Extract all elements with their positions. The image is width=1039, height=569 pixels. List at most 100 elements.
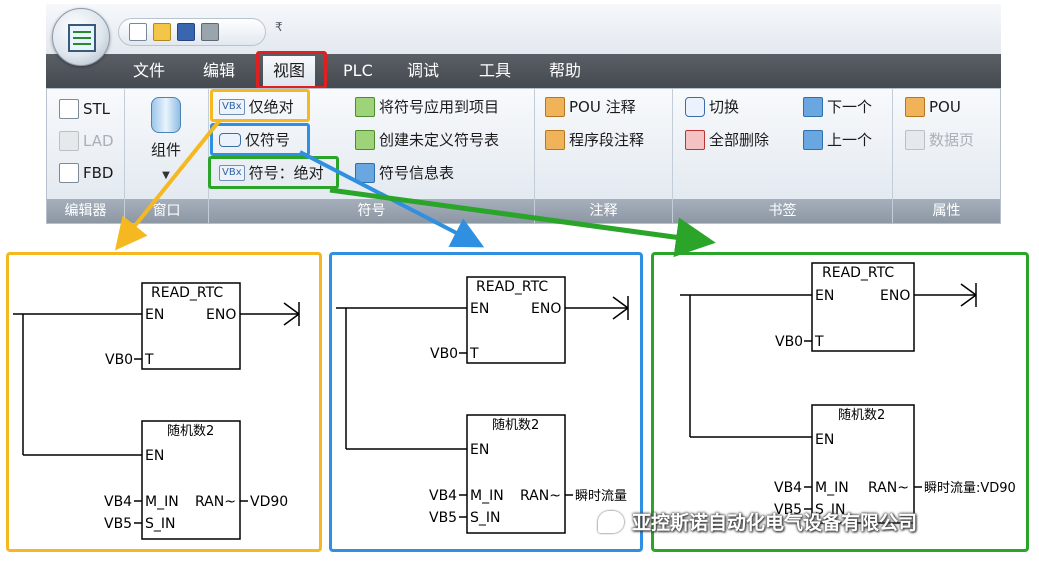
segment-comment-icon xyxy=(545,130,565,150)
symbol-info-button[interactable]: 符号信息表 xyxy=(355,159,454,187)
rand-s-operand: VB5 xyxy=(774,502,802,518)
rtc-t-label: T xyxy=(469,346,479,362)
rand-m-operand: VB4 xyxy=(429,488,457,504)
rand-title: 随机数2 xyxy=(492,418,539,433)
bookmark-toggle-button[interactable]: 切换 xyxy=(685,93,739,121)
window-group: 组件 ▼ 窗口 xyxy=(125,89,209,223)
pou-properties-icon xyxy=(905,97,925,117)
lad-button[interactable]: LAD xyxy=(59,127,114,155)
quick-access-toolbar xyxy=(118,18,266,46)
rtc-t-label: T xyxy=(814,334,824,350)
window-group-label: 窗口 xyxy=(125,199,208,223)
panel-absolute: READ_RTC EN ENO T VB0 随机数2 EN M_IN S_IN … xyxy=(6,252,322,552)
rand-s-operand: VB5 xyxy=(104,516,132,532)
absolute-only-highlight xyxy=(210,89,310,122)
previous-bookmark-icon xyxy=(803,130,823,150)
rand-m-in-label: M_IN xyxy=(470,488,504,504)
symbols-group-label: 符号 xyxy=(209,199,534,223)
symbol-info-icon xyxy=(355,163,375,183)
rand-out-operand: 瞬时流量:VD90 xyxy=(924,481,1016,496)
symbol-absolute-highlight xyxy=(208,156,339,189)
data-page-button[interactable]: 数据页 xyxy=(905,126,974,154)
rand-en-label: EN xyxy=(470,442,489,458)
panel-symbol-absolute: READ_RTC EN ENO T VB0 随机数2 EN M_IN S_IN … xyxy=(651,252,1029,552)
app-logo-icon xyxy=(68,24,96,52)
rand-en-label: EN xyxy=(815,432,834,448)
symbol-only-button[interactable]: 仅符号 xyxy=(219,126,290,154)
print-icon[interactable] xyxy=(201,23,219,41)
rand-out-operand: 瞬时流量 xyxy=(575,489,627,504)
rtc-eno-label: ENO xyxy=(206,307,236,323)
rtc-title: READ_RTC xyxy=(151,285,223,301)
new-file-icon[interactable] xyxy=(129,23,147,41)
tab-view[interactable]: 视图 xyxy=(263,56,316,88)
symbol-table-icon xyxy=(355,130,375,150)
apply-symbols-button[interactable]: 将符号应用到项目 xyxy=(355,93,499,121)
rtc-title: READ_RTC xyxy=(822,265,894,281)
bookmarks-group-label: 书签 xyxy=(673,199,892,223)
rand-out-label: RAN~ xyxy=(868,480,909,496)
tab-debug[interactable]: 调试 xyxy=(407,61,440,80)
data-page-icon xyxy=(905,130,925,150)
rtc-t-operand: VB0 xyxy=(775,334,803,350)
pou-properties-button[interactable]: POU xyxy=(905,93,961,121)
pou-comment-icon xyxy=(545,97,565,117)
comments-group-label: 注释 xyxy=(535,199,672,223)
rand-out-label: RAN~ xyxy=(520,488,561,504)
fbd-icon xyxy=(59,163,79,183)
segment-comment-button[interactable]: 程序段注释 xyxy=(545,126,644,154)
tab-edit[interactable]: 编辑 xyxy=(203,61,236,80)
wechat-icon xyxy=(598,510,624,533)
rand-s-in-label: S_IN xyxy=(815,502,846,518)
tab-tools[interactable]: 工具 xyxy=(479,61,512,80)
rand-s-in-label: S_IN xyxy=(470,510,501,526)
rtc-eno-label: ENO xyxy=(880,288,910,304)
rtc-t-operand: VB0 xyxy=(430,346,458,362)
rand-m-operand: VB4 xyxy=(104,494,132,510)
rand-out-label: RAN~ xyxy=(195,494,236,510)
save-icon[interactable] xyxy=(177,23,195,41)
editor-group-label: 编辑器 xyxy=(47,199,124,223)
rand-s-in-label: S_IN xyxy=(145,516,176,532)
ribbon-panel: STL LAD FBD 编辑器 组件 ▼ 窗口 VBx 仅绝对 仅符号 VBx … xyxy=(46,88,1001,224)
pou-comment-button[interactable]: POU 注释 xyxy=(545,93,636,121)
tab-help[interactable]: 帮助 xyxy=(549,61,582,80)
properties-group-label: 属性 xyxy=(893,199,1000,223)
properties-group: POU 数据页 属性 xyxy=(893,89,1000,223)
bookmark-next-button[interactable]: 下一个 xyxy=(803,93,872,121)
delete-bookmarks-icon xyxy=(685,130,705,150)
bookmark-delete-all-button[interactable]: 全部删除 xyxy=(685,126,769,154)
symbol-only-highlight xyxy=(210,123,310,156)
rtc-en-label: EN xyxy=(470,301,489,317)
rtc-title: READ_RTC xyxy=(476,279,548,295)
component-icon xyxy=(151,97,181,133)
rtc-en-label: EN xyxy=(145,307,164,323)
stl-button[interactable]: STL xyxy=(59,95,110,123)
rtc-t-operand: VB0 xyxy=(105,352,133,368)
fbd-button[interactable]: FBD xyxy=(59,159,113,187)
tab-plc[interactable]: PLC xyxy=(343,61,373,80)
open-folder-icon[interactable] xyxy=(153,23,171,41)
rand-m-in-label: M_IN xyxy=(815,480,849,496)
chevron-down-icon: ▼ xyxy=(162,170,170,181)
rtc-en-label: EN xyxy=(815,288,834,304)
absolute-only-button[interactable]: VBx 仅绝对 xyxy=(219,93,294,121)
create-undefined-symbols-button[interactable]: 创建未定义符号表 xyxy=(355,126,499,154)
absolute-address-icon: VBx xyxy=(219,99,245,115)
rand-title: 随机数2 xyxy=(167,424,214,439)
ribbon-tabs: 文件 编辑 视图 PLC 调试 工具 帮助 xyxy=(46,54,1001,88)
tab-file[interactable]: 文件 xyxy=(133,61,166,80)
apply-symbols-icon xyxy=(355,97,375,117)
customize-quick-access-icon[interactable]: ₹ xyxy=(275,20,283,34)
app-menu-button[interactable] xyxy=(52,8,110,66)
rand-en-label: EN xyxy=(145,448,164,464)
bookmark-prev-button[interactable]: 上一个 xyxy=(803,126,872,154)
next-bookmark-icon xyxy=(803,97,823,117)
rtc-eno-label: ENO xyxy=(531,301,561,317)
rtc-t-label: T xyxy=(144,352,154,368)
lad-icon xyxy=(59,131,79,151)
rand-m-in-label: M_IN xyxy=(145,494,179,510)
rand-out-operand: VD90 xyxy=(250,494,288,510)
component-button[interactable]: 组件 ▼ xyxy=(151,97,181,187)
view-tab-highlight xyxy=(256,51,327,89)
